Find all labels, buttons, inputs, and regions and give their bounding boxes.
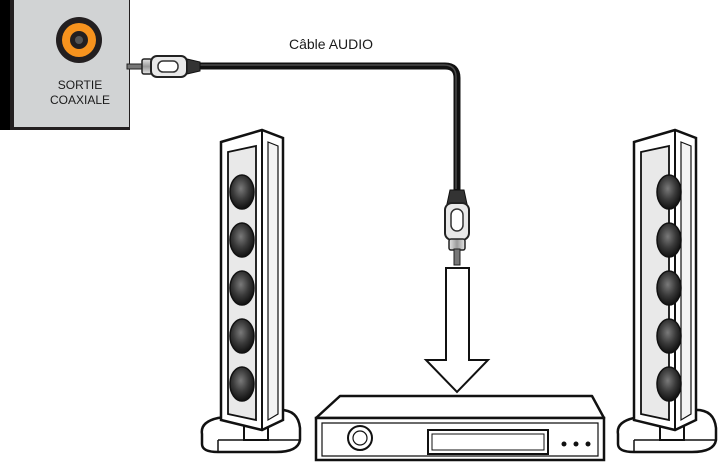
coaxial-output-panel: [0, 0, 130, 130]
rca-plug-vertical-icon: [444, 189, 470, 266]
volume-knob-icon: [347, 425, 373, 451]
rca-plug-horizontal-icon: [126, 55, 201, 78]
port-label: SORTIE COAXIALE: [40, 78, 120, 108]
left-speaker: [200, 128, 302, 454]
coaxial-jack-icon: [56, 17, 102, 63]
right-speaker: [616, 128, 718, 454]
port-label-line1: SORTIE: [57, 78, 103, 92]
cable-label: Câble AUDIO: [289, 36, 374, 52]
port-label-line2: COAXIALE: [49, 93, 111, 107]
audio-receiver: [314, 394, 606, 462]
down-arrow-icon: [423, 267, 491, 394]
